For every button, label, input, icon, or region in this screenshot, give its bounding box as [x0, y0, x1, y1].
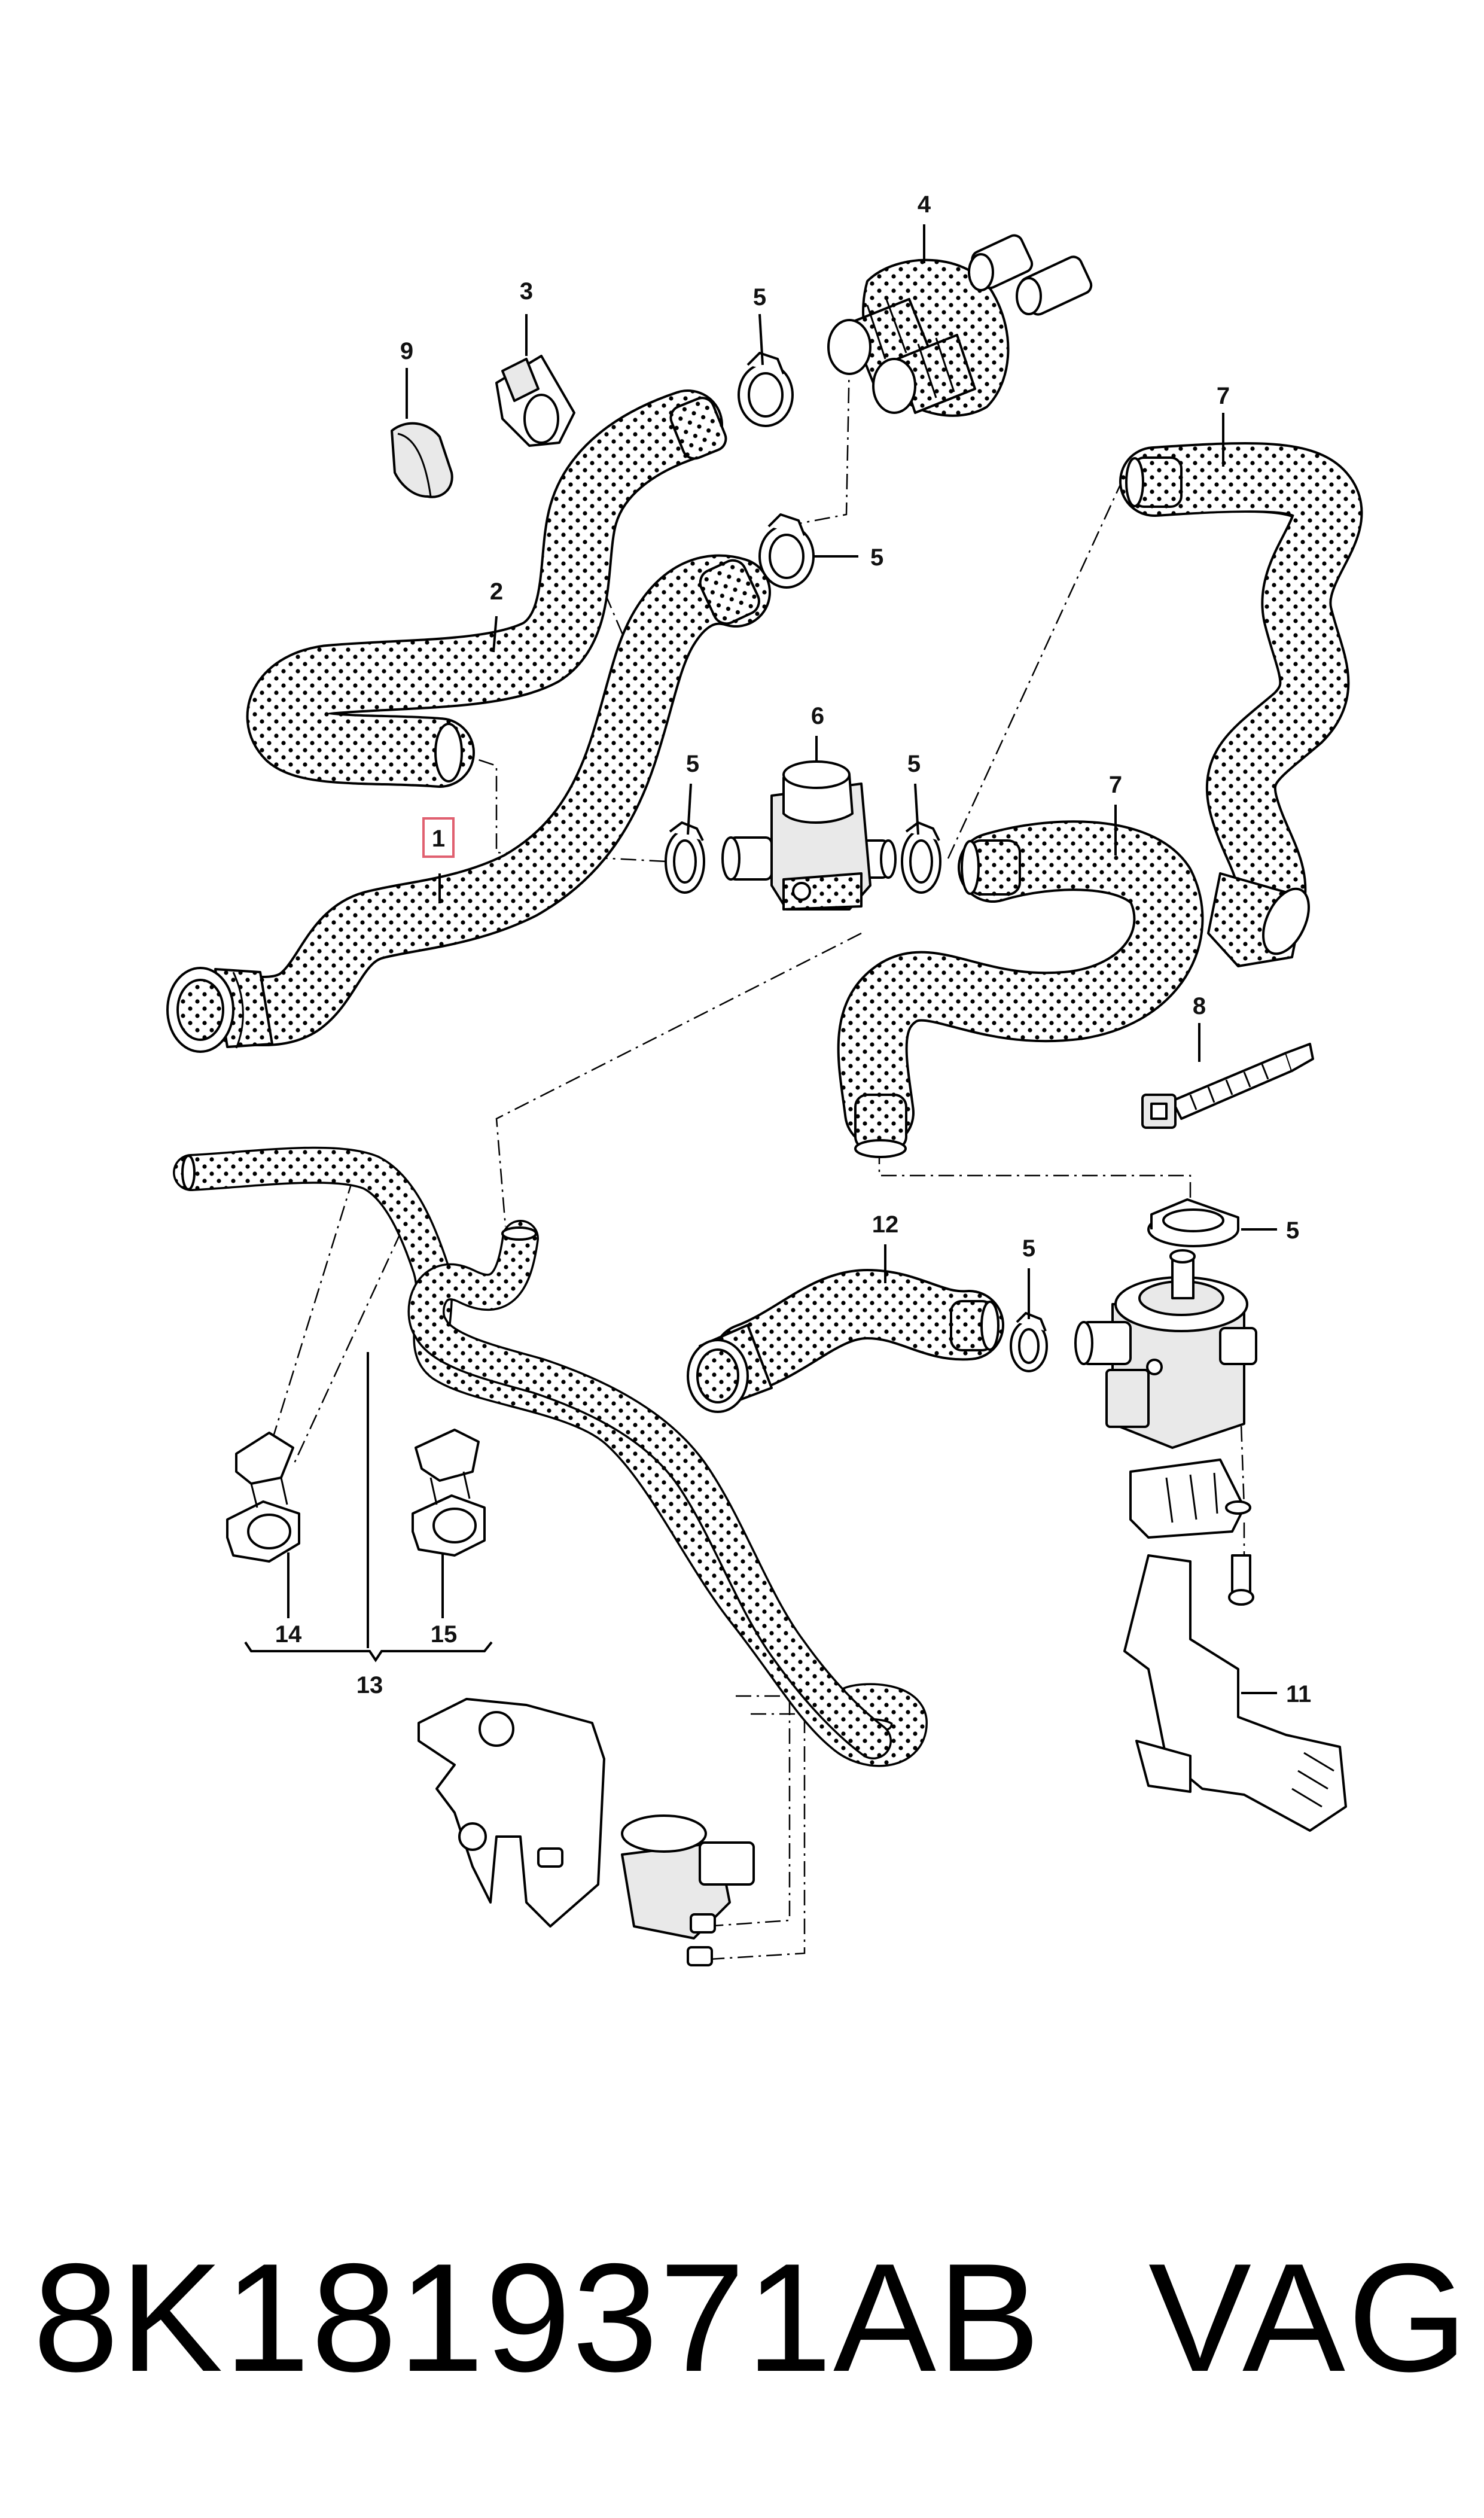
callout-14: 14 [275, 1621, 302, 1648]
clamp-5a [738, 352, 794, 427]
pipe-item-13 [173, 1146, 928, 1767]
leader-lines [244, 224, 1277, 1694]
clamps-item-5 [665, 352, 1239, 1372]
callout-13: 13 [356, 1672, 383, 1698]
callout-8: 8 [1193, 993, 1206, 1019]
callout-1: 1 [432, 826, 445, 852]
hose-item-7-lower [837, 820, 1204, 1158]
clip-item-14 [226, 1432, 300, 1563]
part-number: 8K1819371AB [33, 2231, 1042, 2404]
callout-7b: 7 [1109, 772, 1122, 798]
callout-15: 15 [431, 1621, 458, 1648]
hose-item-2 [246, 389, 727, 788]
bracket-item-3 [495, 355, 575, 447]
plug-item-9 [391, 422, 453, 498]
callout-3: 3 [520, 278, 533, 305]
clamp-5b [758, 513, 815, 589]
callout-5e: 5 [1286, 1217, 1299, 1244]
clamp-5f [1010, 1312, 1048, 1372]
connection-lines [265, 358, 1245, 1960]
pump-assembly [1074, 1249, 1257, 1449]
callout-1-highlight [422, 817, 455, 858]
pump-bracket [1129, 1459, 1254, 1606]
callouts: 1 2 3 4 5 5 5 5 5 5 6 7 7 8 9 11 12 13 1… [275, 191, 1312, 1707]
hose-item-12 [687, 1269, 1004, 1413]
clamp-5e [1147, 1198, 1239, 1247]
callout-9: 9 [400, 338, 413, 364]
brand-name: VAG [1148, 2231, 1470, 2404]
callout-5d: 5 [907, 751, 921, 777]
clamp-5d [901, 821, 941, 894]
bracket-item-11 [1123, 1554, 1347, 1832]
callout-2: 2 [490, 578, 503, 605]
callout-6: 6 [811, 703, 824, 729]
cable-tie-item-8 [1141, 1043, 1314, 1129]
grommet-item-4 [827, 234, 1093, 417]
callout-4: 4 [918, 191, 931, 218]
hose-item-7-upper [1119, 442, 1363, 967]
callout-12: 12 [872, 1211, 899, 1238]
callout-5f: 5 [1022, 1235, 1035, 1262]
callout-11: 11 [1286, 1681, 1311, 1707]
callout-5a: 5 [753, 284, 766, 310]
clip-item-15 [412, 1429, 486, 1557]
callout-5c: 5 [686, 751, 699, 777]
callout-7a: 7 [1217, 383, 1230, 409]
clamp-5c [665, 821, 705, 894]
hose-item-1 [166, 554, 771, 1053]
auxiliary-valve-assembly [418, 1698, 755, 1966]
callout-5b: 5 [870, 544, 883, 571]
valve-item-6 [721, 760, 897, 911]
